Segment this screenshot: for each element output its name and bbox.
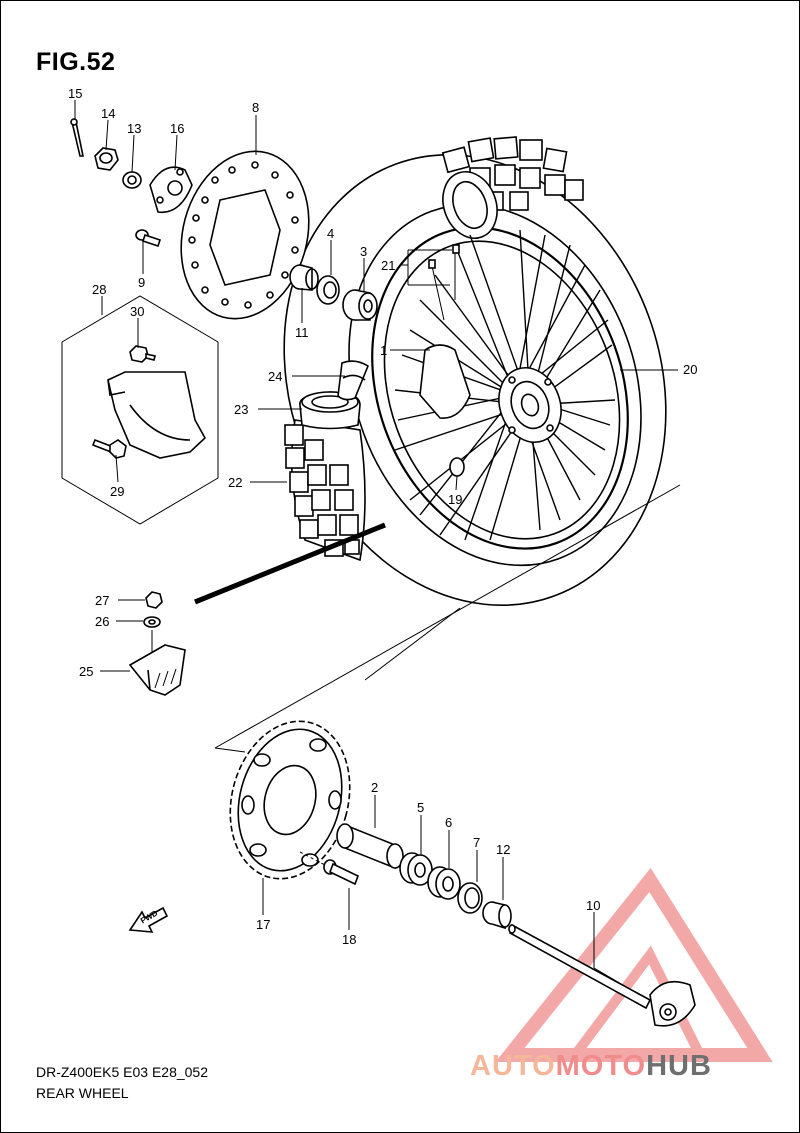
- rim-band: [337, 360, 369, 401]
- callout-25: 25: [79, 664, 93, 679]
- spacer-11: [289, 264, 319, 291]
- rim-lock-nut-27: [145, 591, 163, 609]
- hub-flange: [419, 344, 471, 419]
- section-line-upper: [214, 484, 681, 749]
- fwd-arrow: FWD: [128, 906, 169, 933]
- valve-cap: [449, 457, 465, 477]
- callout-22: 22: [228, 475, 242, 490]
- rear-sprocket: [229, 720, 351, 880]
- sprocket-bolt: [299, 851, 360, 886]
- callout-7: 7: [473, 835, 480, 850]
- callout-labels: 15 14 13 16 8 9 4 3 11 1 21 20 24 23 22 …: [68, 86, 697, 947]
- spacer-2: [336, 823, 404, 870]
- callout-13: 13: [127, 121, 141, 136]
- rear-axle: [508, 923, 652, 1010]
- callout-8: 8: [252, 100, 259, 115]
- callout-3: 3: [360, 244, 367, 259]
- rim-lock-washer-26: [143, 616, 161, 628]
- callout-28: 28: [92, 282, 106, 297]
- model-code: DR-Z400EK5 E03 E28_052: [36, 1064, 208, 1080]
- callout-18: 18: [342, 932, 356, 947]
- tire-sidewall: [348, 203, 642, 567]
- bearing-3: [342, 289, 378, 321]
- callout-16: 16: [170, 121, 184, 136]
- chain-adjuster-16: [149, 166, 193, 214]
- callout-10: 10: [586, 898, 600, 913]
- callout-9: 9: [138, 275, 145, 290]
- rim-inner: [383, 240, 621, 540]
- figure-title: FIG.52: [36, 48, 116, 76]
- washer-13: [122, 171, 142, 189]
- bolt-29: [91, 438, 127, 459]
- callout-15: 15: [68, 86, 82, 101]
- explode-line: [194, 522, 386, 605]
- callout-21: 21: [381, 258, 395, 273]
- bolt-30: [129, 345, 156, 363]
- bearing-6: [427, 866, 461, 900]
- callout-23: 23: [234, 402, 248, 417]
- callout-2: 2: [371, 780, 378, 795]
- callout-4: 4: [327, 226, 334, 241]
- tire-section-top: [442, 171, 498, 239]
- brake-disc: [180, 150, 310, 320]
- section-name: REAR WHEEL: [36, 1085, 129, 1101]
- watermark-text: AUTOMOTOHUB: [470, 1050, 712, 1083]
- cotter-pin: [70, 118, 84, 157]
- leader-lines: [74, 100, 678, 996]
- bearing-5: [399, 852, 433, 886]
- watermark-logo: [495, 867, 773, 1062]
- callout-27: 27: [95, 593, 109, 608]
- axle-nut: [94, 147, 119, 171]
- tire-cutaway: [284, 360, 369, 562]
- oil-seal-4: [316, 275, 340, 305]
- callout-12: 12: [496, 842, 510, 857]
- watermark-part-auto: AUTO: [470, 1050, 556, 1082]
- callout-17: 17: [256, 917, 270, 932]
- callout-24: 24: [268, 369, 282, 384]
- callout-11: 11: [295, 325, 309, 340]
- disc-guard-kit: [61, 295, 219, 525]
- tire-tread-top: [441, 136, 584, 211]
- callout-6: 6: [445, 815, 452, 830]
- rim-lock-25: [128, 630, 186, 696]
- callout-30: 30: [130, 304, 144, 319]
- callout-29: 29: [110, 484, 124, 499]
- watermark-part-moto: MOTO: [555, 1050, 647, 1082]
- callout-26: 26: [95, 614, 109, 629]
- watermark-part-hub: HUB: [646, 1050, 712, 1082]
- callout-5: 5: [417, 800, 424, 815]
- callout-20: 20: [683, 362, 697, 377]
- callout-1: 1: [380, 343, 387, 358]
- rear-wheel-assembly: [283, 136, 667, 607]
- rim-outer: [371, 226, 629, 550]
- bolt-9: [135, 229, 162, 248]
- callout-14: 14: [101, 106, 115, 121]
- disc-guard: [107, 371, 207, 459]
- spacer-12: [482, 901, 512, 930]
- callout-19: 19: [448, 492, 462, 507]
- chain-adjuster-axle: [649, 980, 696, 1027]
- oil-seal-7: [457, 882, 483, 914]
